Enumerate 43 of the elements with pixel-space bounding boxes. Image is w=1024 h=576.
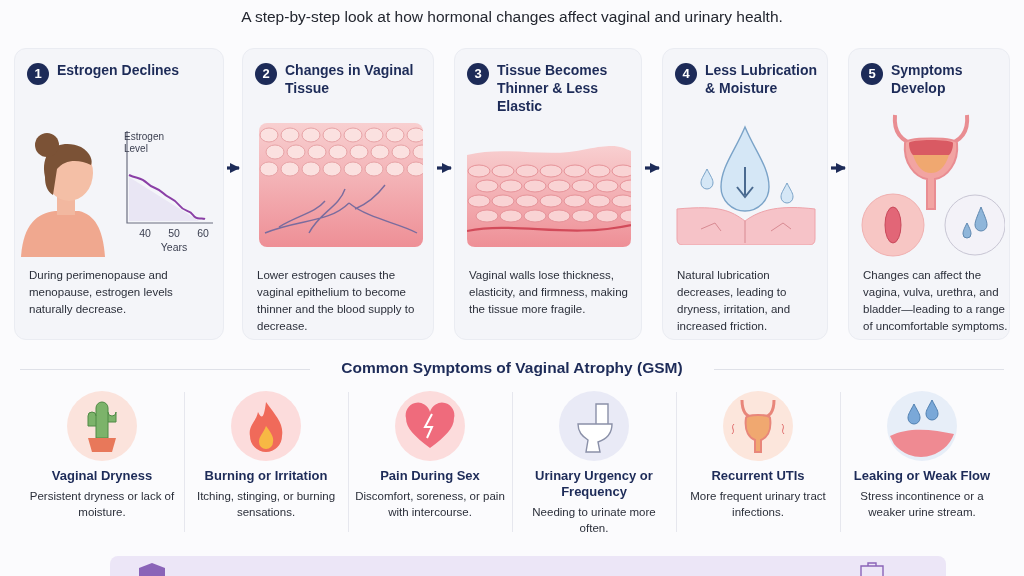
step-card <box>848 48 1010 340</box>
step-number-badge: 5 <box>861 63 883 85</box>
step-card <box>662 48 828 340</box>
symptom-description: More frequent urinary tract infections. <box>689 489 827 520</box>
axis-label: Estrogen Level <box>124 131 166 155</box>
step-number-badge: 3 <box>467 63 489 85</box>
step-title: Less Lubrication & Moisture <box>705 61 819 97</box>
symptom-description: Needing to urinate more often. <box>531 505 657 536</box>
section-heading: Common Symptoms of Vaginal Atrophy (GSM) <box>340 359 684 377</box>
step-title: Estrogen Declines <box>57 61 181 79</box>
step-title: Changes in Vaginal Tissue <box>285 61 415 97</box>
step-number-badge: 1 <box>27 63 49 85</box>
symptom-title: Pain During Sex <box>380 468 480 484</box>
symptom-title: Leaking or Weak Flow <box>853 468 991 484</box>
arrow <box>227 162 240 174</box>
step-number-badge: 2 <box>255 63 277 85</box>
symptom-description: Stress incontinence or a weaker urine stream. <box>859 489 985 520</box>
step-description: Lower estrogen causes the vaginal epithelium to become thinner and the blood supply to decrease. <box>257 268 416 334</box>
axis-tick-label: 40 <box>138 227 152 239</box>
axis-tick-label: 50 <box>167 227 181 239</box>
symptom-title: Vaginal Dryness <box>51 468 153 484</box>
arrow <box>831 162 846 174</box>
symptom-description: Persistent dryness or lack of moisture. <box>28 489 176 520</box>
symptom-description: Discomfort, soreness, or pain with intercourse. <box>355 489 505 520</box>
arrow <box>437 162 452 174</box>
step-description: Changes can affect the vagina, vulva, urethra, and bladder—leading to a range of uncomfortable symptoms. <box>863 268 1009 334</box>
step-description: Natural lubrication decreases, leading to dryness, irritation, and increased friction. <box>677 268 792 334</box>
symptom-title: Urinary Urgency or Frequency <box>534 468 654 500</box>
symptom-title: Recurrent UTIs <box>711 468 805 484</box>
subtitle: A step-by-step look at how hormonal changes affect vaginal and urinary health. <box>240 8 784 26</box>
axis-tick-label: 60 <box>196 227 210 239</box>
step-title: Symptoms Develop <box>891 61 964 97</box>
symptom-title: Burning or Irritation <box>204 468 328 484</box>
step-description: Vaginal walls lose thickness, elasticity, and firmness, making the tissue more fragile. <box>469 268 629 317</box>
axis-label: Years <box>159 241 189 253</box>
step-card <box>454 48 642 340</box>
symptom-description: Itching, stinging, or burning sensations. <box>195 489 337 520</box>
step-description: During perimenopause and menopause, estrogen levels naturally decrease. <box>29 268 174 317</box>
step-card <box>14 48 224 340</box>
step-number-badge: 4 <box>675 63 697 85</box>
step-card <box>242 48 434 340</box>
arrow <box>645 162 660 174</box>
step-title: Tissue Becomes Thinner & Less Elastic <box>497 61 609 115</box>
